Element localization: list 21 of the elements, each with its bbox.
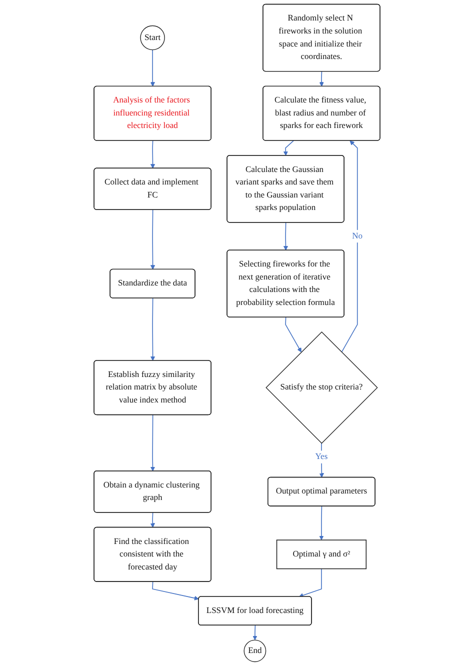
- arrow: [152, 581, 199, 600]
- arrow: [285, 316, 302, 352]
- arrow: [150, 49, 155, 87]
- arrow: [150, 414, 156, 472]
- edge-label: No: [352, 231, 363, 240]
- arrow: [150, 140, 156, 169]
- node-circle: Start: [140, 25, 165, 50]
- arrow: [150, 298, 156, 361]
- node-circle: End: [244, 640, 266, 662]
- arrow: [319, 506, 324, 540]
- edge-label: Yes: [315, 452, 328, 462]
- arrow: [298, 568, 322, 598]
- arrow: [283, 222, 288, 251]
- node-box: Optimal γ and σ²: [276, 540, 367, 570]
- node-diamond: Satisfy the stop criteria?: [266, 332, 378, 444]
- arrow: [150, 209, 156, 270]
- arrow: [341, 140, 358, 353]
- arrow: [252, 625, 258, 640]
- arrow: [150, 512, 155, 528]
- arrow: [283, 140, 294, 156]
- arrow: [319, 71, 324, 87]
